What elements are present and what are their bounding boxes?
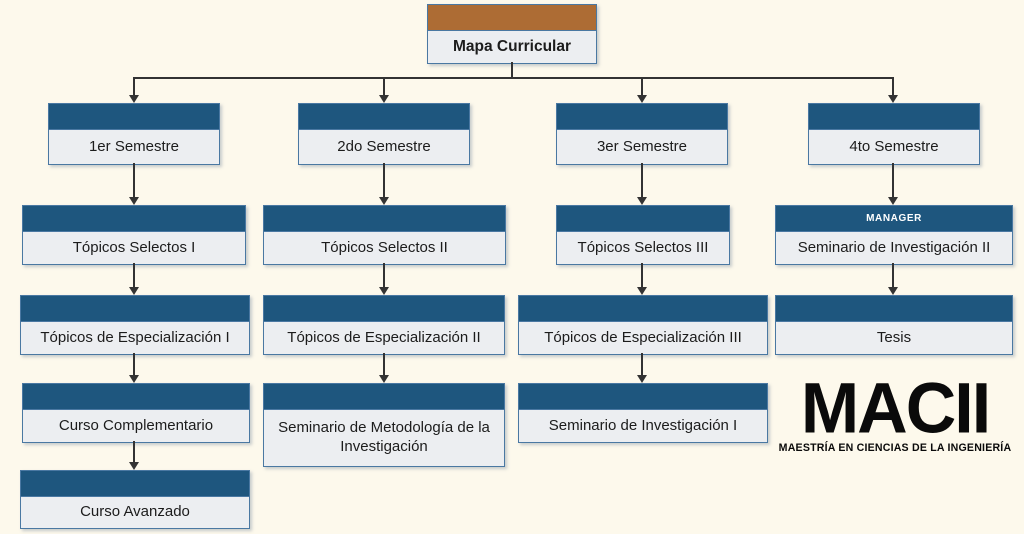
logo-tagline: MAESTRÍA EN CIENCIAS DE LA INGENIERÍA	[778, 442, 1012, 455]
arrow-down-icon	[379, 353, 389, 383]
node-label: Seminario de Metodología de la Investiga…	[278, 419, 490, 455]
node-label: Tópicos de Especialización I	[40, 328, 230, 346]
node-topicos-especializacion-1: Tópicos de Especialización I	[20, 295, 250, 355]
node-label: Seminario de Investigación II	[797, 238, 991, 256]
arrow-down-icon	[379, 263, 389, 295]
node-header-bar	[557, 104, 727, 130]
node-header-bar	[809, 104, 979, 130]
node-label: Tópicos Selectos II	[321, 238, 448, 256]
node-header-bar	[428, 5, 596, 31]
node-topicos-selectos-3: Tópicos Selectos III	[556, 205, 730, 265]
connector-line	[511, 62, 513, 78]
node-header-bar	[519, 296, 767, 322]
node-semester-4: 4to Semestre	[808, 103, 980, 165]
node-semester-2: 2do Semestre	[298, 103, 470, 165]
node-label: Tesis	[876, 328, 912, 346]
node-label: Curso Avanzado	[80, 503, 190, 521]
node-label: Tópicos Selectos I	[72, 238, 196, 256]
arrow-down-icon	[888, 263, 898, 295]
arrow-down-icon	[637, 78, 647, 103]
node-curso-avanzado: Curso Avanzado	[20, 470, 250, 529]
arrow-down-icon	[379, 78, 389, 103]
node-semester-3: 3er Semestre	[556, 103, 728, 165]
node-header-bar	[299, 104, 469, 130]
node-header-bar	[776, 296, 1012, 322]
logo-acronym: MACII	[800, 368, 991, 448]
node-header-bar: MANAGER	[776, 206, 1012, 232]
node-label: Tópicos de Especialización III	[544, 328, 742, 346]
node-topicos-especializacion-3: Tópicos de Especialización III	[518, 295, 768, 355]
node-topicos-selectos-2: Tópicos Selectos II	[263, 205, 506, 265]
node-seminario-investigacion-2: MANAGER Seminario de Investigación II	[775, 205, 1013, 265]
node-header-bar	[49, 104, 219, 130]
node-header-bar	[519, 384, 767, 410]
node-header-bar	[23, 384, 249, 410]
arrow-down-icon	[129, 353, 139, 383]
node-label: Seminario de Investigación I	[548, 416, 738, 434]
node-topicos-selectos-1: Tópicos Selectos I	[22, 205, 246, 265]
node-label: 3er Semestre	[596, 137, 688, 155]
arrow-down-icon	[129, 263, 139, 295]
node-mapa-curricular: Mapa Curricular	[427, 4, 597, 64]
arrow-down-icon	[129, 78, 139, 103]
node-header-bar	[264, 296, 504, 322]
arrow-down-icon	[888, 163, 898, 205]
manager-badge: MANAGER	[866, 213, 922, 224]
node-semester-1: 1er Semestre	[48, 103, 220, 165]
connector-line	[133, 77, 894, 79]
node-seminario-metodologia: Seminario de Metodología de la Investiga…	[263, 383, 505, 467]
node-header-bar	[264, 206, 505, 232]
arrow-down-icon	[637, 263, 647, 295]
node-seminario-investigacion-1: Seminario de Investigación I	[518, 383, 768, 443]
arrow-down-icon	[379, 163, 389, 205]
node-header-bar	[557, 206, 729, 232]
node-label: Tópicos de Especialización II	[287, 328, 481, 346]
node-tesis: Tesis	[775, 295, 1013, 355]
node-label: Mapa Curricular	[452, 38, 571, 56]
node-header-bar	[21, 296, 249, 322]
macii-logo: MACII MAESTRÍA EN CIENCIAS DE LA INGENIE…	[775, 368, 1015, 455]
node-header-bar	[264, 384, 504, 410]
arrow-down-icon	[637, 353, 647, 383]
arrow-down-icon	[888, 78, 898, 103]
arrow-down-icon	[637, 163, 647, 205]
node-header-bar	[23, 206, 245, 232]
node-label: Curso Complementario	[58, 416, 214, 434]
node-label: 2do Semestre	[337, 137, 431, 155]
arrow-down-icon	[129, 441, 139, 470]
node-topicos-especializacion-2: Tópicos de Especialización II	[263, 295, 505, 355]
node-label: 4to Semestre	[849, 137, 939, 155]
node-curso-complementario: Curso Complementario	[22, 383, 250, 443]
node-label: 1er Semestre	[88, 137, 180, 155]
arrow-down-icon	[129, 163, 139, 205]
node-label: Tópicos Selectos III	[577, 238, 709, 256]
node-header-bar	[21, 471, 249, 497]
